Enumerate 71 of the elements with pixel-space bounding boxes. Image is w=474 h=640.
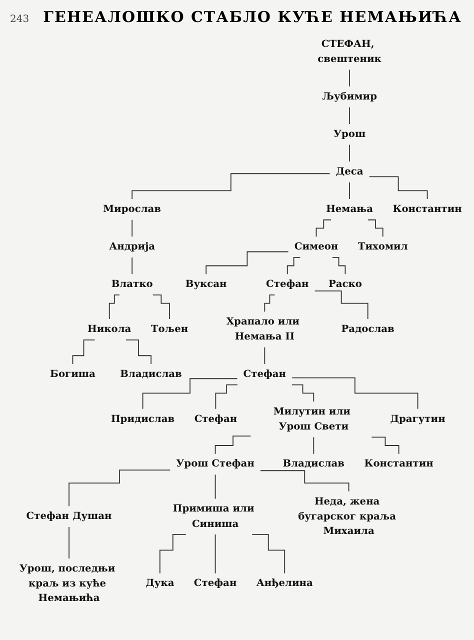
node-text: Вуксан — [185, 278, 227, 290]
connector — [108, 294, 120, 320]
node-text: Дука — [146, 578, 174, 590]
connector — [214, 534, 216, 574]
connector — [132, 173, 330, 200]
node-text: Стефан — [194, 413, 238, 425]
node-text: Раско — [328, 278, 362, 290]
connector — [264, 294, 276, 312]
node-text: Андрија — [109, 241, 156, 252]
connector — [215, 384, 238, 410]
node-text: Драгутин — [390, 413, 446, 425]
node-text: Милутин или Урош Свети — [273, 406, 351, 432]
node-text: Стефан Душан — [26, 510, 112, 522]
node-text: Никола — [88, 324, 132, 335]
connector — [142, 378, 238, 410]
connector — [132, 256, 133, 275]
node-text: Радослав — [341, 324, 394, 335]
connector — [286, 256, 301, 275]
connector — [214, 436, 252, 454]
node-text: Стефан — [194, 578, 237, 590]
connector — [252, 534, 286, 574]
title: ГЕНЕАЛОШКО СТАБЛО КУЋЕ НЕМАЊИЋА — [43, 8, 462, 26]
connector — [316, 219, 332, 238]
connector — [332, 256, 346, 275]
connector — [260, 470, 350, 492]
node-text: Љубимир — [322, 90, 377, 102]
node-text: Немања — [326, 204, 374, 215]
connector — [159, 534, 186, 574]
connector — [68, 470, 171, 507]
node-text: Константин — [392, 204, 462, 215]
connector — [152, 294, 170, 320]
node-text: Владислав — [282, 458, 345, 470]
node-text: Урош Стефан — [176, 458, 254, 470]
node-text: Владислав — [120, 368, 182, 380]
connector — [313, 436, 314, 454]
node-text: Урош, последњи краљ из куће Немањића — [19, 563, 116, 604]
node-text: Стефан — [243, 368, 286, 380]
node-text: Придислав — [111, 413, 175, 425]
connector — [264, 346, 266, 364]
node-text: Симеон — [294, 241, 338, 252]
connector — [349, 106, 350, 124]
node-text: Богиша — [50, 368, 96, 380]
page-number: 243 — [10, 14, 30, 25]
node-text: Стефан — [266, 278, 309, 290]
node-text: Влатко — [111, 278, 153, 290]
connector — [291, 384, 314, 402]
connector — [314, 290, 368, 320]
connector — [72, 339, 96, 364]
node-text: СТЕФАН, свештеник — [318, 38, 382, 65]
node-text: Анђелина — [256, 578, 313, 590]
connector — [349, 69, 350, 87]
connector — [206, 251, 289, 275]
connector — [126, 339, 152, 364]
node-text: Примиша или Синиша — [172, 503, 254, 530]
connector — [68, 526, 70, 559]
connector — [292, 377, 418, 410]
node-text: Тихомил — [358, 241, 408, 252]
connector — [349, 182, 350, 200]
connector — [368, 176, 428, 200]
node-text: Неда, жена бугарског краља Михаила — [298, 496, 396, 537]
node-text: Деса — [336, 166, 364, 178]
node-text: Тољен — [150, 324, 188, 335]
node-text: Мирослав — [103, 204, 162, 215]
node-text: Урош — [334, 128, 366, 140]
connector — [214, 474, 216, 500]
node-text: Храпало или Немања II — [226, 316, 300, 342]
connector — [368, 219, 384, 238]
node-text: Константин — [364, 458, 434, 470]
connector — [132, 219, 133, 238]
connector — [349, 144, 350, 162]
connector — [371, 436, 400, 454]
